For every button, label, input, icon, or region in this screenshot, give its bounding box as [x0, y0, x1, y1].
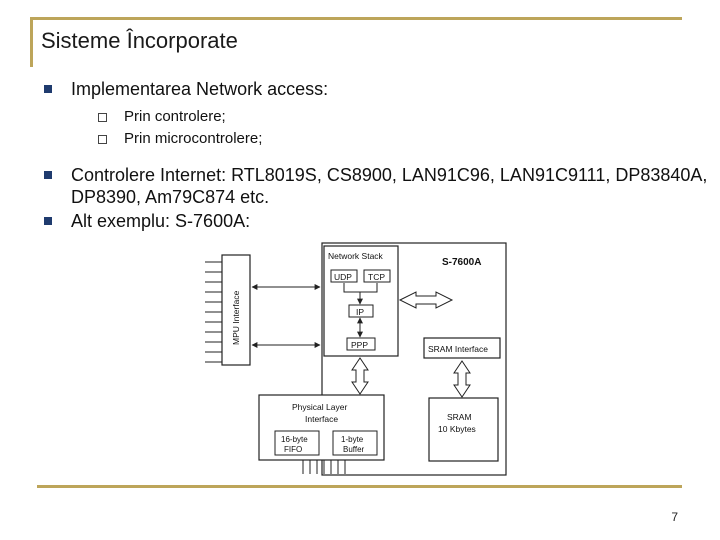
chip-outline [321, 242, 507, 476]
square-bullet-icon [44, 85, 52, 93]
bullet-text: Controlere Internet: RTL8019S, CS8900, L… [71, 165, 708, 207]
page-number: 7 [671, 510, 678, 524]
udp-tcp-to-ip-arrow [343, 283, 378, 304]
fifo-label-line2: FIFO [284, 445, 302, 454]
network-stack-label: Network Stack [328, 251, 384, 261]
sram-interface-to-sram-arrow [453, 360, 471, 398]
physical-layer-pins [302, 460, 346, 474]
physical-layer-label-line1: Physical Layer [292, 402, 347, 412]
tcp-block [363, 269, 391, 283]
fifo-label-line1: 16-byte [281, 435, 308, 444]
sram-label-line2: 10 Kbytes [438, 424, 476, 434]
ppp-block [346, 337, 376, 351]
sram-label-line1: SRAM [447, 412, 472, 422]
udp-block [330, 269, 358, 283]
sram-interface-label: SRAM Interface [428, 344, 488, 354]
hollow-square-bullet-icon [98, 113, 107, 122]
udp-label: UDP [334, 272, 352, 282]
buffer-label-line1: 1-byte [341, 435, 364, 444]
mpu-interface-block [221, 254, 251, 366]
mpu-interface-label: MPU Interface [231, 290, 241, 345]
stack-to-sram-interface-arrow [398, 291, 454, 309]
frame-bottom-line [37, 485, 682, 488]
slide-title: Sisteme Încorporate [41, 28, 238, 53]
ppp-label: PPP [351, 340, 368, 350]
sub-bullet-text: Prin controlere; [124, 108, 226, 125]
buffer-block [332, 430, 378, 456]
physical-layer-label-line2: Interface [305, 414, 338, 424]
sram-interface-block [423, 337, 501, 359]
mpu-pins [205, 261, 222, 363]
bullet-text: Alt exemplu: S-7600A: [71, 211, 251, 231]
chip-name-label: S-7600A [442, 257, 481, 268]
hollow-square-bullet-icon [98, 135, 107, 144]
square-bullet-icon [44, 217, 52, 225]
bullet-text: Implementarea Network access: [71, 79, 329, 99]
ip-block [348, 304, 374, 318]
frame-left-line [30, 17, 33, 67]
ip-label: IP [356, 307, 364, 317]
fifo-block [274, 430, 320, 456]
sub-bullet-text: Prin microcontrolere; [124, 130, 263, 147]
frame-top-line [30, 17, 682, 20]
buffer-label-line2: Buffer [343, 445, 365, 454]
sram-block [428, 397, 499, 462]
stack-to-physical-layer-arrow [351, 357, 369, 395]
square-bullet-icon [44, 171, 52, 179]
tcp-label: TCP [368, 272, 385, 282]
